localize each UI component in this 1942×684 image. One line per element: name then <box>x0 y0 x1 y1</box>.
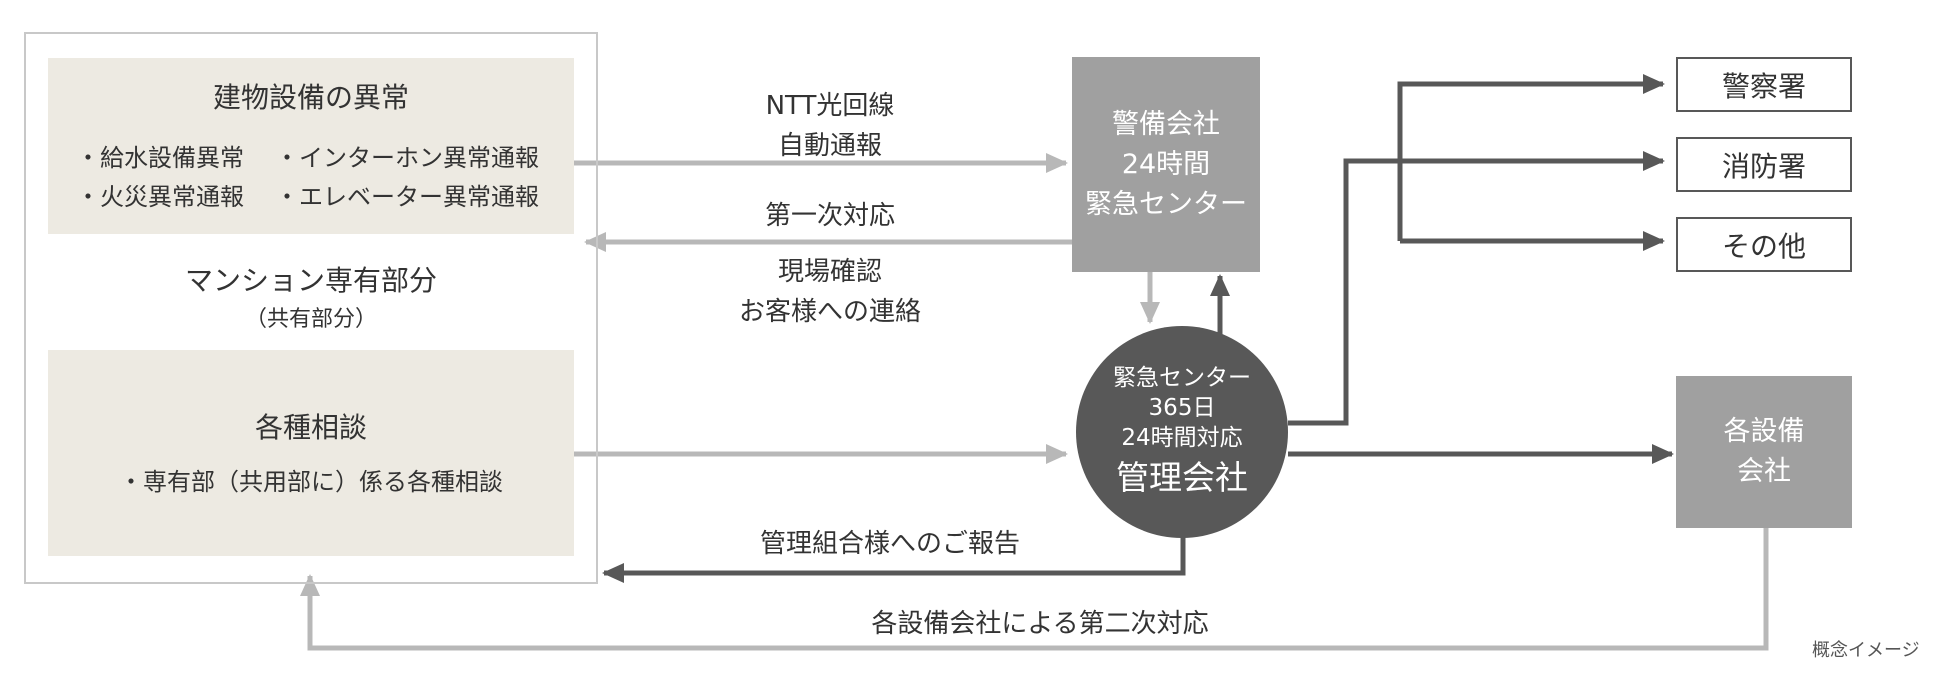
concept-image-note: 概念イメージ <box>1812 640 1920 661</box>
security-company-box: 警備会社 24時間 緊急センター <box>1072 57 1260 272</box>
circle-main: 管理会社 <box>1116 458 1248 497</box>
report-label: 管理組合様へのご報告 <box>759 529 1020 559</box>
security-line2: 24時間 <box>1121 148 1211 180</box>
condominium-frame <box>24 32 598 584</box>
building-equipment-panel <box>48 58 574 234</box>
equipment-line1: 各設備 <box>1723 416 1805 447</box>
panel-item-elevator: ・エレベーター異常通報 <box>275 183 539 211</box>
site-check-line1: 現場確認 <box>777 257 882 287</box>
site-check-label: 現場確認 お客様への連絡 <box>670 252 990 332</box>
private-area-title: マンション専有部分 <box>184 264 437 297</box>
panel-item-water: ・給水設備異常 <box>76 144 244 172</box>
first-response-label: 第一次対応 <box>764 201 895 231</box>
site-check-line2: お客様への連絡 <box>738 297 921 327</box>
panel-item-intercom: ・インターホン異常通報 <box>275 144 539 172</box>
consultation-item: ・専有部（共用部に）係る各種相談 <box>119 468 503 496</box>
circle-line3: 24時間対応 <box>1121 425 1243 451</box>
private-area-subtitle: （共有部分） <box>244 307 377 332</box>
circle-line1: 緊急センター <box>1113 365 1251 391</box>
consultation-title: 各種相談 <box>254 411 367 444</box>
management-company-circle: 緊急センター 365日 24時間対応 管理会社 <box>1076 326 1288 538</box>
panel-item-fire: ・火災異常通報 <box>76 183 244 211</box>
equipment-line2: 会社 <box>1737 456 1791 487</box>
arrow-second-response <box>300 528 1769 651</box>
fire-station-box: 消防署 <box>1676 137 1852 192</box>
police-station-box: 警察署 <box>1676 57 1852 112</box>
second-response-label: 各設備会社による第二次対応 <box>871 609 1209 639</box>
other-box: その他 <box>1676 217 1852 272</box>
arrow-report <box>602 530 1186 583</box>
security-line3: 緊急センター <box>1085 188 1247 220</box>
security-line1: 警備会社 <box>1112 108 1220 140</box>
building-equipment-title: 建物設備の異常 <box>212 81 409 114</box>
consultation-panel <box>48 350 574 556</box>
ntt-label-line2: 自動通報 <box>777 131 882 161</box>
arrow-circle-to-emergency-services <box>1288 151 1665 426</box>
ntt-label: NTT光回線 自動通報 <box>690 86 970 166</box>
circle-line2: 365日 <box>1148 395 1216 421</box>
arrow-to-police <box>1397 74 1665 241</box>
equipment-company-box: 各設備 会社 <box>1676 376 1852 528</box>
ntt-label-line1: NTT光回線 <box>765 91 895 121</box>
